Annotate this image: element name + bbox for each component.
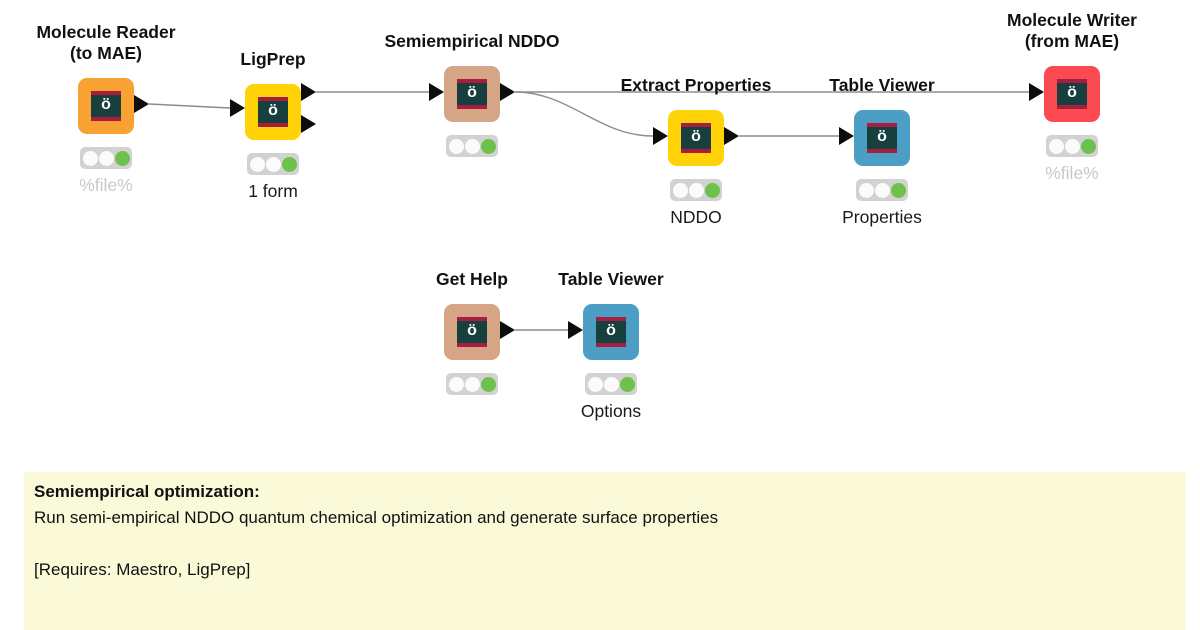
status-circle-off	[265, 156, 281, 172]
node-status-light-extract-properties	[670, 179, 722, 201]
status-circle-off	[587, 376, 603, 392]
node-label-extract-properties: NDDO	[670, 207, 722, 227]
connection-semiempirical-nddo-to-extract-properties[interactable]	[514, 91, 654, 137]
node-status-light-table-viewer-properties	[856, 179, 908, 201]
input-port-ligprep-0[interactable]	[230, 99, 245, 117]
status-circle-off	[98, 150, 114, 166]
node-title-semiempirical-nddo: Semiempirical NDDO	[384, 31, 560, 51]
node-semiempirical-nddo[interactable]: ö	[444, 66, 500, 122]
node-label-table-viewer-properties: Properties	[842, 207, 922, 227]
node-status-light-ligprep	[247, 153, 299, 175]
status-circle-off	[858, 182, 874, 198]
status-circle-off	[874, 182, 890, 198]
status-circle-on	[480, 376, 496, 392]
status-circle-off	[1048, 138, 1064, 154]
workflow-annotation[interactable]: Semiempirical optimization: Run semi-emp…	[24, 472, 1186, 630]
status-circle-off	[672, 182, 688, 198]
status-circle-off	[249, 156, 265, 172]
node-label-molecule-reader: %file%	[79, 175, 133, 195]
status-circle-on	[619, 376, 635, 392]
node-status-light-molecule-reader	[80, 147, 132, 169]
annotation-title: Semiempirical optimization:	[34, 482, 260, 501]
input-port-table-viewer-options-0[interactable]	[568, 321, 583, 339]
knime-node-icon: ö	[258, 97, 288, 127]
node-ligprep[interactable]: ö	[245, 84, 301, 140]
output-port-extract-properties-0[interactable]	[724, 127, 739, 145]
knime-node-icon: ö	[457, 317, 487, 347]
output-port-molecule-reader-0[interactable]	[134, 95, 149, 113]
output-port-semiempirical-nddo-0[interactable]	[500, 83, 515, 101]
node-table-viewer-properties[interactable]: ö	[854, 110, 910, 166]
node-label-molecule-writer: %file%	[1045, 163, 1099, 183]
annotation-description: Run semi-empirical NDDO quantum chemical…	[34, 508, 719, 527]
node-status-light-get-help	[446, 373, 498, 395]
annotation-blank-line	[34, 531, 1176, 557]
status-circle-off	[603, 376, 619, 392]
node-table-viewer-options[interactable]: ö	[583, 304, 639, 360]
node-status-light-molecule-writer	[1046, 135, 1098, 157]
input-port-semiempirical-nddo-0[interactable]	[429, 83, 444, 101]
output-port-get-help-0[interactable]	[500, 321, 515, 339]
node-title-molecule-writer: Molecule Writer (from MAE)	[1007, 10, 1137, 51]
node-label-table-viewer-options: Options	[580, 401, 642, 421]
status-circle-off	[464, 376, 480, 392]
status-circle-off	[82, 150, 98, 166]
node-title-table-viewer-properties: Table Viewer	[829, 75, 935, 95]
status-circle-on	[480, 138, 496, 154]
node-title-table-viewer-options: Table Viewer	[558, 269, 664, 289]
knime-node-icon: ö	[91, 91, 121, 121]
status-circle-off	[464, 138, 480, 154]
node-molecule-writer[interactable]: ö	[1044, 66, 1100, 122]
node-title-get-help: Get Help	[436, 269, 508, 289]
status-circle-off	[448, 138, 464, 154]
node-status-light-table-viewer-options	[585, 373, 637, 395]
status-circle-on	[890, 182, 906, 198]
status-circle-off	[448, 376, 464, 392]
knime-node-icon: ö	[457, 79, 487, 109]
knime-node-icon: ö	[867, 123, 897, 153]
connection-molecule-reader-to-ligprep[interactable]	[148, 103, 231, 109]
knime-node-icon: ö	[596, 317, 626, 347]
status-circle-on	[281, 156, 297, 172]
input-port-table-viewer-properties-0[interactable]	[839, 127, 854, 145]
node-get-help[interactable]: ö	[444, 304, 500, 360]
status-circle-on	[1080, 138, 1096, 154]
node-status-light-semiempirical-nddo	[446, 135, 498, 157]
status-circle-off	[688, 182, 704, 198]
knime-node-icon: ö	[1057, 79, 1087, 109]
output-port-ligprep-0[interactable]	[301, 83, 316, 101]
node-title-ligprep: LigPrep	[240, 49, 306, 69]
status-circle-off	[1064, 138, 1080, 154]
node-label-ligprep: 1 form	[248, 181, 298, 201]
output-port-ligprep-1[interactable]	[301, 115, 316, 133]
node-title-extract-properties: Extract Properties	[620, 75, 772, 95]
input-port-extract-properties-0[interactable]	[653, 127, 668, 145]
status-circle-on	[114, 150, 130, 166]
knime-node-icon: ö	[681, 123, 711, 153]
node-title-molecule-reader: Molecule Reader (to MAE)	[36, 22, 176, 63]
status-circle-on	[704, 182, 720, 198]
annotation-requires: [Requires: Maestro, LigPrep]	[34, 560, 251, 579]
node-molecule-reader[interactable]: ö	[78, 78, 134, 134]
node-extract-properties[interactable]: ö	[668, 110, 724, 166]
